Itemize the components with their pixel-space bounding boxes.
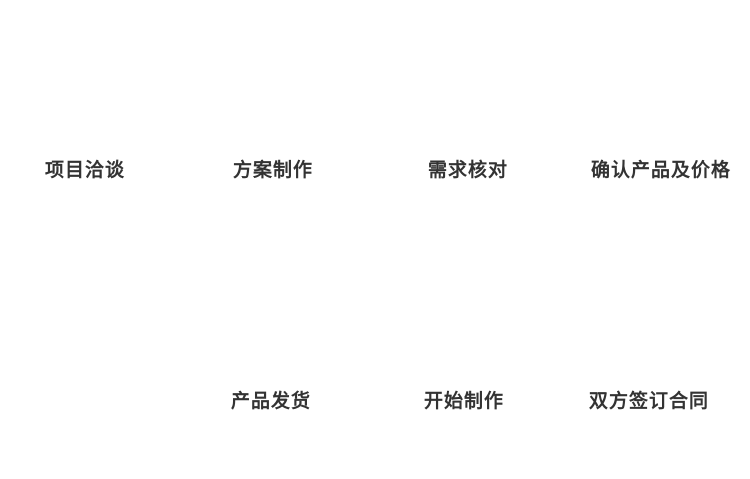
step-label-requirements-check: 需求核对 [428,160,509,181]
step-label-start-production: 开始制作 [424,391,505,412]
step-label-confirm-product-price: 确认产品及价格 [591,160,732,181]
step-label-product-shipment: 产品发货 [231,391,312,412]
step-label-plan-production: 方案制作 [233,160,314,181]
step-label-sign-contract: 双方签订合同 [589,391,710,412]
step-label-project-negotiation: 项目洽谈 [45,160,126,181]
